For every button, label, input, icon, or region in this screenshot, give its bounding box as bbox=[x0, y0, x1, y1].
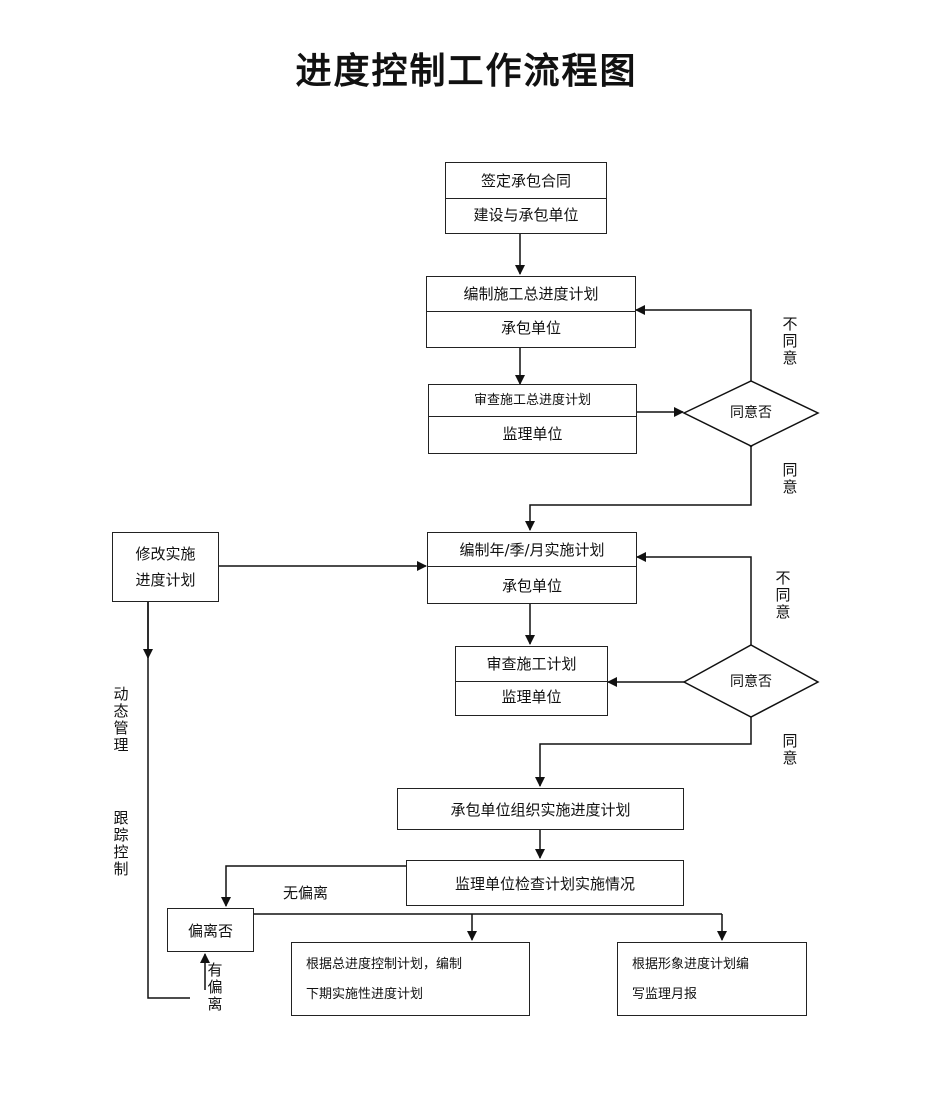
decision2-diamond bbox=[682, 644, 820, 718]
decision1-diamond bbox=[682, 380, 820, 447]
line-deviation-feedback bbox=[147, 600, 190, 999]
sign-contract-box: 签定承包合同 建设与承包单位 bbox=[445, 162, 607, 234]
dynamic-management-label: 动 态 管 理 bbox=[113, 685, 129, 754]
next-plan-box: 根据总进度控制计划，编制 下期实施性进度计划 bbox=[291, 942, 530, 1016]
total-plan-box: 编制施工总进度计划 承包单位 bbox=[426, 276, 636, 348]
sign-contract-label: 签定承包合同 bbox=[446, 163, 606, 199]
disagree2-label: 不 同 意 bbox=[775, 569, 791, 621]
arrow-inspect-to-deviation bbox=[221, 865, 406, 907]
arrow-decision2-agree bbox=[535, 708, 756, 787]
arrow-decision2-disagree bbox=[636, 552, 752, 645]
monthly-report-box: 根据形象进度计划编 写监理月报 bbox=[617, 942, 807, 1016]
page-title: 进度控制工作流程图 bbox=[295, 51, 638, 92]
disagree1-label: 不 同 意 bbox=[782, 315, 798, 367]
arrow-decision1-agree bbox=[525, 439, 756, 531]
modify-plan-box: 修改实施 进度计划 bbox=[112, 532, 219, 602]
review-plan-label: 审查施工计划 bbox=[456, 647, 607, 682]
tracking-control-label: 跟 踪 控 制 bbox=[113, 809, 129, 878]
review-total-party: 监理单位 bbox=[502, 425, 563, 443]
agree1-label: 同 意 bbox=[782, 461, 798, 496]
review-total-label: 审查施工总进度计划 bbox=[429, 385, 636, 417]
inspect-box: 监理单位检查计划实施情况 bbox=[406, 860, 684, 906]
period-plan-party: 承包单位 bbox=[501, 577, 562, 595]
review-plan-party: 监理单位 bbox=[501, 688, 562, 706]
sign-contract-party: 建设与承包单位 bbox=[473, 206, 579, 224]
review-total-box: 审查施工总进度计划 监理单位 bbox=[428, 384, 637, 454]
period-plan-box: 编制年/季/月实施计划 承包单位 bbox=[427, 532, 637, 604]
deviation-box: 偏离否 bbox=[167, 908, 254, 952]
no-deviation-label: 无偏离 bbox=[283, 884, 329, 902]
has-deviation-label: 有 偏 离 bbox=[207, 961, 223, 1013]
agree2-label: 同 意 bbox=[782, 732, 798, 767]
period-plan-label: 编制年/季/月实施计划 bbox=[428, 533, 636, 567]
total-plan-label: 编制施工总进度计划 bbox=[427, 277, 635, 312]
arrow-decision1-disagree bbox=[635, 305, 752, 381]
decision1-label: 同意否 bbox=[730, 405, 772, 421]
total-plan-party: 承包单位 bbox=[500, 319, 561, 337]
organize-box: 承包单位组织实施进度计划 bbox=[397, 788, 684, 830]
review-plan-box: 审查施工计划 监理单位 bbox=[455, 646, 608, 716]
decision2-label: 同意否 bbox=[730, 674, 772, 690]
